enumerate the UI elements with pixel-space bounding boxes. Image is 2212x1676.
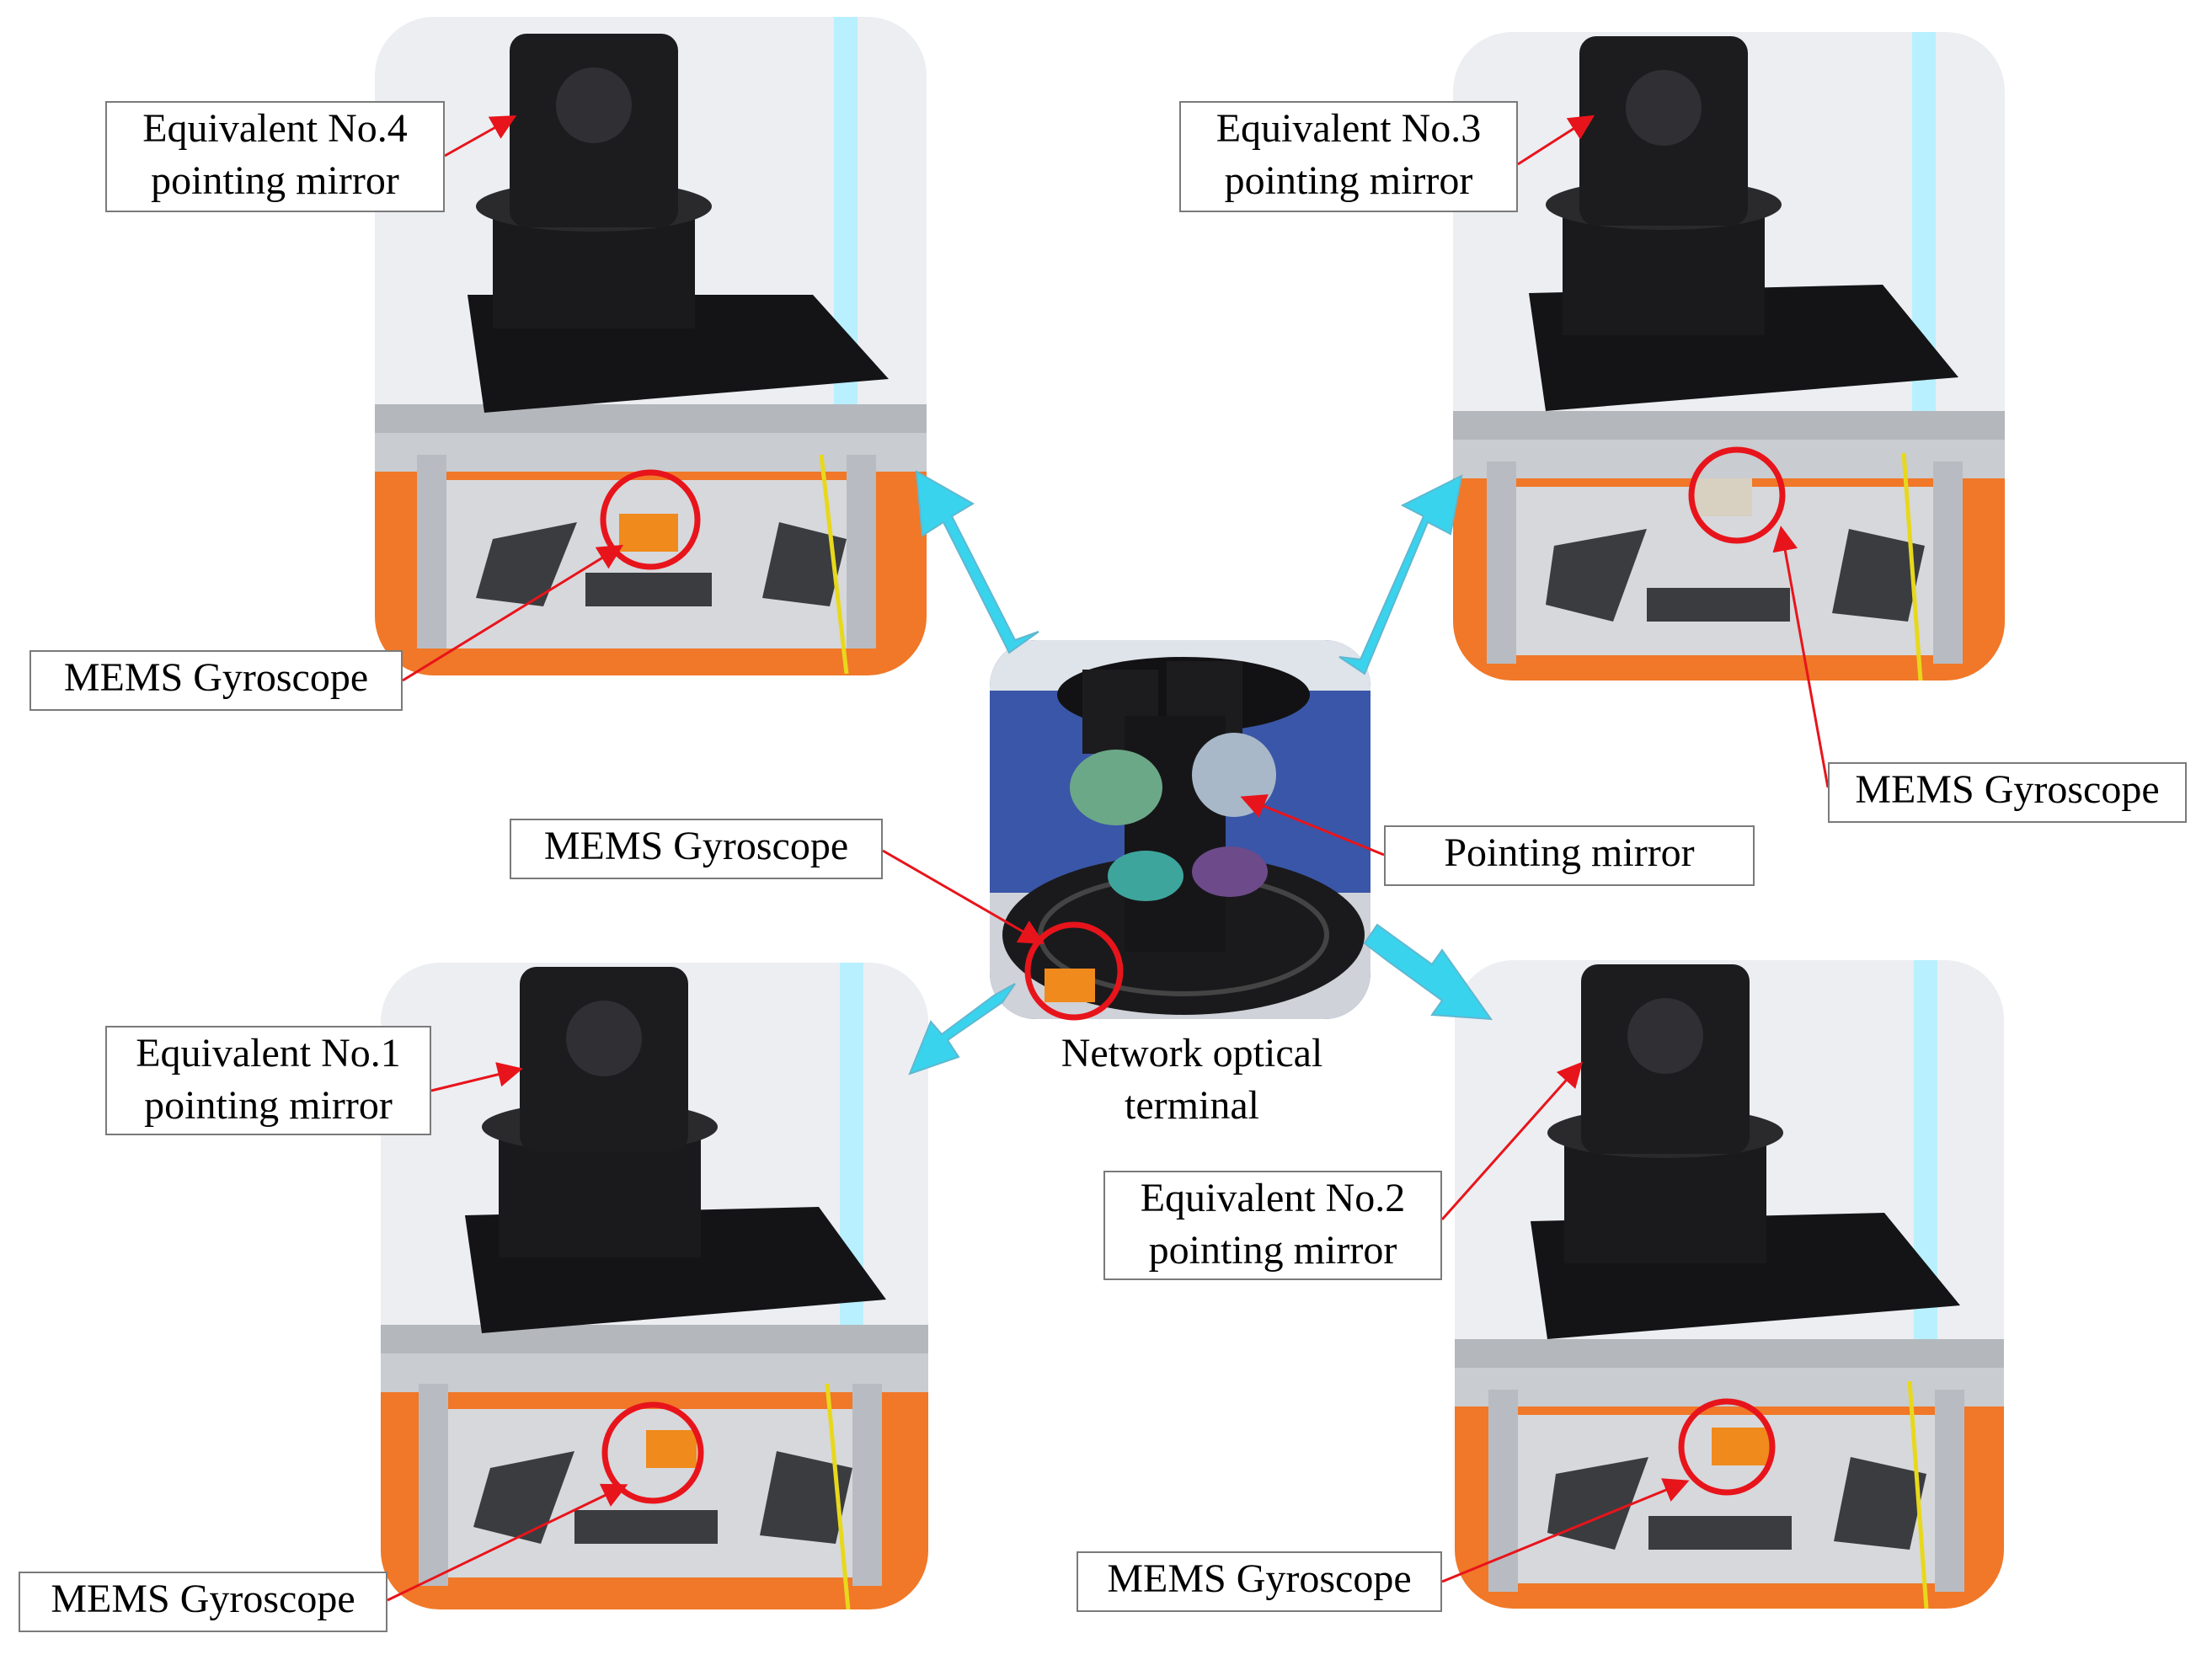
- label-equivalent-no3-line2: pointing mirror: [1224, 158, 1473, 203]
- label-gyroscope-center: MEMS Gyroscope: [510, 819, 883, 879]
- label-pointing-mirror: Pointing mirror: [1384, 825, 1755, 886]
- gyro-circle-no4: [600, 469, 701, 570]
- callout-line-gyro-no4: [402, 544, 624, 682]
- label-network-optical-terminal: Network optical terminal: [1019, 1027, 1365, 1132]
- photo-network-optical-terminal: [990, 640, 1370, 1019]
- label-equivalent-no4-line2: pointing mirror: [151, 158, 399, 203]
- label-gyroscope-no1: MEMS Gyroscope: [19, 1572, 387, 1632]
- callout-line-eq1: [430, 1062, 523, 1092]
- label-gyroscope-no2: MEMS Gyroscope: [1077, 1551, 1442, 1612]
- label-equivalent-no3: Equivalent No.3 pointing mirror: [1179, 101, 1518, 212]
- label-equivalent-no1: Equivalent No.1 pointing mirror: [105, 1026, 431, 1135]
- label-equivalent-no2-line1: Equivalent No.2: [1140, 1176, 1406, 1220]
- callout-line-pointing-mirror: [1240, 794, 1385, 857]
- label-equivalent-no2-line2: pointing mirror: [1148, 1228, 1397, 1273]
- gyro-circle-no2: [1678, 1398, 1776, 1496]
- label-gyroscope-no2-text: MEMS Gyroscope: [1107, 1556, 1412, 1601]
- gyro-circle-no3: [1688, 446, 1786, 544]
- label-equivalent-no1-line2: pointing mirror: [144, 1083, 393, 1128]
- gyro-circle-center: [1024, 921, 1124, 1021]
- label-gyroscope-center-text: MEMS Gyroscope: [543, 824, 849, 868]
- label-gyroscope-no4-text: MEMS Gyroscope: [63, 655, 369, 700]
- label-equivalent-no3-line1: Equivalent No.3: [1216, 106, 1482, 151]
- label-equivalent-no4-line1: Equivalent No.4: [142, 106, 408, 151]
- callout-line-gyro-no1: [387, 1483, 628, 1602]
- label-gyroscope-no4: MEMS Gyroscope: [29, 650, 403, 711]
- photo-equivalent-no2: [1455, 960, 2004, 1609]
- photo-equivalent-no4: [375, 17, 927, 675]
- arrow-to-no3: [1338, 474, 1463, 675]
- label-equivalent-no4: Equivalent No.4 pointing mirror: [105, 101, 445, 212]
- label-network-optical-terminal-line1: Network optical: [1061, 1031, 1323, 1076]
- label-equivalent-no1-line1: Equivalent No.1: [136, 1031, 401, 1076]
- label-equivalent-no2: Equivalent No.2 pointing mirror: [1103, 1171, 1442, 1280]
- label-gyroscope-no3-text: MEMS Gyroscope: [1855, 767, 2160, 812]
- gyro-circle-no1: [601, 1401, 704, 1504]
- callout-line-gyro-no3: [1772, 526, 1830, 788]
- label-gyroscope-no1-text: MEMS Gyroscope: [51, 1577, 355, 1621]
- callout-line-eq3: [1517, 115, 1595, 166]
- photo-equivalent-no3: [1453, 32, 2005, 681]
- arrow-to-no4: [915, 470, 1039, 654]
- callout-line-eq4: [444, 115, 517, 157]
- label-gyroscope-no3: MEMS Gyroscope: [1828, 762, 2187, 823]
- callout-line-gyro-no2: [1441, 1478, 1690, 1583]
- callout-line-gyro-center: [882, 849, 1045, 945]
- label-pointing-mirror-text: Pointing mirror: [1444, 830, 1695, 875]
- callout-line-eq2: [1440, 1061, 1583, 1220]
- arrow-to-no1: [908, 983, 1016, 1076]
- arrow-to-no2: [1363, 923, 1493, 1021]
- label-network-optical-terminal-line2: terminal: [1125, 1083, 1259, 1128]
